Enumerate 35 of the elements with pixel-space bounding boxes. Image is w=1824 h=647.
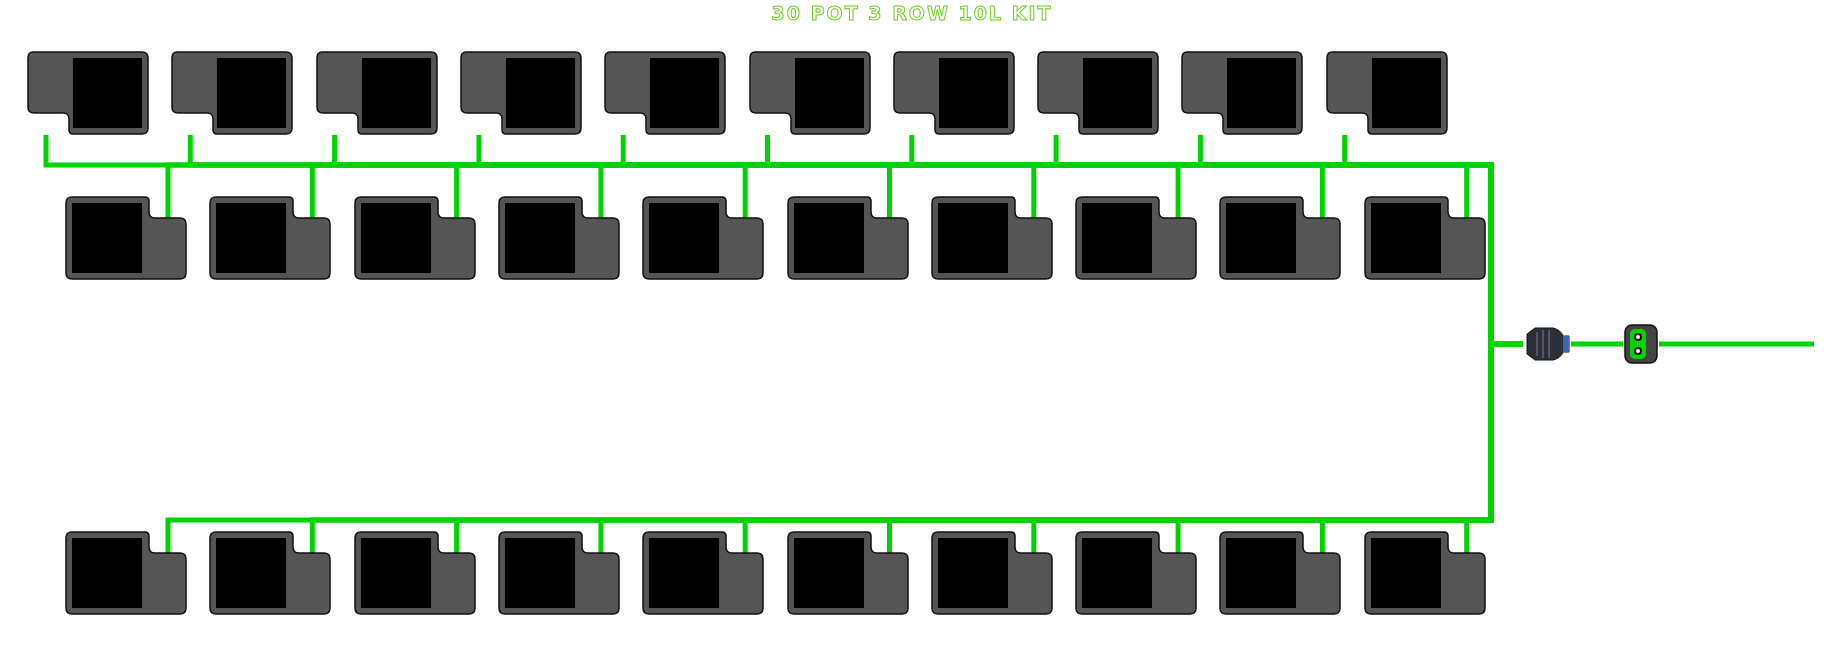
valve-icon [1623, 323, 1659, 365]
plant-pot [171, 51, 294, 135]
plant-pot [459, 51, 582, 135]
pipe [1659, 341, 1814, 347]
plant-pot [497, 196, 620, 280]
plant-pot [27, 51, 149, 135]
plant-pot [642, 196, 765, 280]
plant-pot [315, 51, 438, 135]
plant-pot [786, 531, 909, 615]
plant-pot [353, 196, 476, 280]
plant-pot [65, 531, 187, 615]
plant-pot [1075, 196, 1198, 280]
plant-pot [1363, 196, 1486, 280]
pipe [1571, 341, 1623, 347]
plant-pot [748, 51, 871, 135]
plant-pot [892, 51, 1015, 135]
plant-pot [1363, 531, 1486, 615]
plant-pot [353, 531, 476, 615]
filter-icon [1523, 326, 1571, 362]
plant-pot [930, 196, 1053, 280]
plant-pot [604, 51, 727, 135]
plant-pot [209, 531, 332, 615]
plant-pot [1219, 531, 1342, 615]
plant-pot [642, 531, 765, 615]
plant-pot [786, 196, 909, 280]
plant-pot [1075, 531, 1198, 615]
plant-pot [65, 196, 187, 280]
plant-pot [930, 531, 1053, 615]
diagram-title: 30 POT 3 ROW 10L KIT [771, 2, 1053, 24]
plant-pot [1325, 51, 1448, 135]
plant-pot [1219, 196, 1342, 280]
plant-pot [1037, 51, 1160, 135]
plant-pot [497, 531, 620, 615]
plant-pot [209, 196, 332, 280]
plant-pot [1181, 51, 1304, 135]
